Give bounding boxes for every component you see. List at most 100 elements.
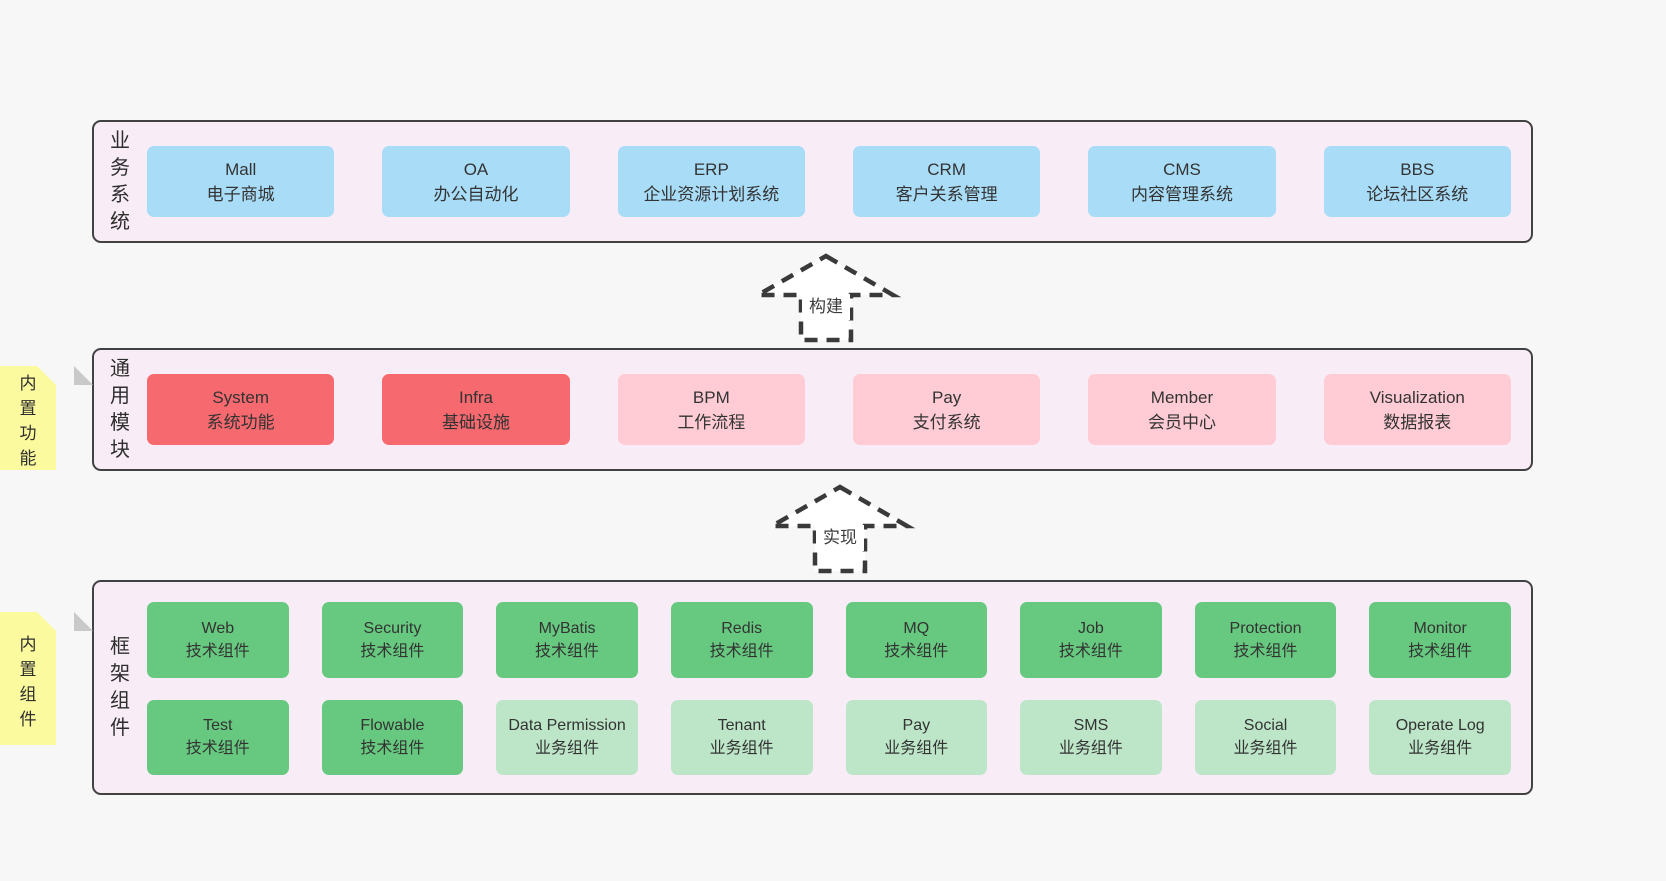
- business-systems-grid: Mall 电子商城 OA 办公自动化 ERP 企业资源计划系统 CRM 客户关系管理 CMS 内容…: [147, 146, 1511, 217]
- module-box-title: Mall: [225, 159, 257, 179]
- module-box-subtitle: 系统功能: [206, 412, 275, 432]
- module-box-visualization: Visualization 数据报表: [1323, 374, 1511, 445]
- module-box-title: Social: [1243, 717, 1288, 735]
- layer-framework-components-label: 框架组件: [105, 582, 135, 793]
- module-box-title: OA: [463, 159, 489, 179]
- common-modules-grid: System 系统功能 Infra 基础设施 BPM 工作流程 Pay 支付系统 Member 会…: [147, 374, 1511, 445]
- layer-label-text: 框架组件: [110, 635, 130, 739]
- module-box-subtitle: 业务组件: [884, 740, 949, 758]
- layer-label-text: 通用模块: [110, 357, 130, 461]
- module-box-erp: ERP 企业资源计划系统: [617, 146, 805, 217]
- module-box-subtitle: 技术组件: [360, 740, 425, 758]
- module-box-subtitle: 技术组件: [185, 642, 250, 660]
- module-box-subtitle: 支付系统: [912, 412, 981, 432]
- module-box-subtitle: 电子商城: [206, 184, 275, 204]
- module-box-subtitle: 业务组件: [1058, 740, 1123, 758]
- module-box-title: MQ: [903, 619, 930, 637]
- module-box-title: BBS: [1400, 159, 1435, 179]
- module-box-title: Infra: [458, 387, 493, 407]
- module-box-title: Pay: [902, 717, 931, 735]
- note-fold-corner-icon: [74, 366, 93, 385]
- module-box-title: Web: [201, 619, 235, 637]
- module-box-title: Tenant: [717, 717, 766, 735]
- layer-label-text: 业务系统: [110, 129, 130, 233]
- module-box-subtitle: 论坛社区系统: [1366, 184, 1469, 204]
- module-box-title: BPM: [692, 387, 730, 407]
- layer-business-systems-label: 业务系统: [105, 122, 135, 241]
- module-box-subtitle: 技术组件: [1058, 642, 1123, 660]
- module-box-subtitle: 业务组件: [1233, 740, 1298, 758]
- module-box-title: ERP: [693, 159, 729, 179]
- module-box-monitor: Monitor 技术组件: [1369, 602, 1511, 678]
- module-box-title: CMS: [1163, 159, 1201, 179]
- module-box-bbs: BBS 论坛社区系统: [1323, 146, 1511, 217]
- note-fold-corner-icon: [74, 612, 93, 631]
- module-box-bpm: BPM 工作流程: [617, 374, 805, 445]
- module-box-job: Job 技术组件: [1020, 602, 1162, 678]
- module-box-title: Job: [1078, 619, 1104, 637]
- module-box-title: Flowable: [360, 717, 425, 735]
- module-box-subtitle: 客户关系管理: [895, 184, 998, 204]
- module-box-subtitle: 会员中心: [1147, 412, 1216, 432]
- module-box-subtitle: 工作流程: [677, 412, 746, 432]
- module-box-subtitle: 业务组件: [535, 740, 600, 758]
- module-box-system: System 系统功能: [147, 374, 335, 445]
- module-box-subtitle: 数据报表: [1383, 412, 1452, 432]
- module-box-infra: Infra 基础设施: [382, 374, 570, 445]
- module-box-mq: MQ 技术组件: [845, 602, 988, 678]
- module-box-mybatis: MyBatis 技术组件: [496, 602, 638, 678]
- module-box-social: Social 业务组件: [1194, 699, 1337, 775]
- module-box-web: Web 技术组件: [147, 602, 289, 678]
- module-box-title: Member: [1150, 387, 1214, 407]
- module-box-title: MyBatis: [538, 619, 596, 637]
- sticky-note-text: 内置功能: [19, 374, 37, 468]
- module-box-subtitle: 内容管理系统: [1130, 184, 1233, 204]
- module-box-data-permission: Data Permission 业务组件: [496, 699, 638, 775]
- module-box-title: Test: [203, 717, 233, 735]
- module-box-subtitle: 技术组件: [884, 642, 949, 660]
- build-arrow-label: 构建: [802, 294, 850, 320]
- implement-arrow-label: 实现: [816, 525, 864, 551]
- module-box-flowable: Flowable 技术组件: [321, 699, 464, 775]
- module-box-subtitle: 基础设施: [441, 412, 510, 432]
- sticky-note-text: 内置组件: [19, 634, 37, 729]
- module-box-subtitle: 技术组件: [1408, 642, 1473, 660]
- module-box-title: Visualization: [1369, 387, 1465, 407]
- module-box-member: Member 会员中心: [1088, 374, 1276, 445]
- module-box-subtitle: 技术组件: [535, 642, 600, 660]
- module-box-title: CRM: [927, 159, 966, 179]
- module-box-pay: Pay 业务组件: [845, 699, 988, 775]
- module-box-title: System: [212, 387, 269, 407]
- module-box-title: Redis: [721, 619, 763, 637]
- module-box-crm: CRM 客户关系管理: [852, 146, 1041, 217]
- module-box-title: Pay: [932, 387, 962, 407]
- module-box-title: Data Permission: [508, 717, 626, 735]
- module-box-subtitle: 办公自动化: [433, 184, 519, 204]
- layer-common-modules: 通用模块 System 系统功能 Infra 基础设施 BPM 工作流程 Pay 支付系统 Me…: [92, 348, 1533, 471]
- module-box-subtitle: 技术组件: [1233, 642, 1298, 660]
- module-box-subtitle: 业务组件: [709, 740, 774, 758]
- sticky-note-built-in-components: 内置组件: [0, 612, 56, 745]
- layer-common-modules-label: 通用模块: [105, 350, 135, 469]
- module-box-title: Monitor: [1413, 619, 1467, 637]
- module-box-subtitle: 业务组件: [1408, 740, 1473, 758]
- module-box-subtitle: 企业资源计划系统: [643, 184, 780, 204]
- sticky-note-built-in-features: 内置功能: [0, 366, 56, 470]
- module-box-title: SMS: [1073, 717, 1109, 735]
- module-box-mall: Mall 电子商城: [147, 146, 335, 217]
- module-box-protection: Protection 技术组件: [1194, 602, 1337, 678]
- module-box-oa: OA 办公自动化: [382, 146, 570, 217]
- module-box-title: Protection: [1229, 619, 1302, 637]
- module-box-pay: Pay 支付系统: [852, 374, 1041, 445]
- module-box-tenant: Tenant 业务组件: [670, 699, 813, 775]
- module-box-subtitle: 技术组件: [709, 642, 774, 660]
- module-box-redis: Redis 技术组件: [670, 602, 813, 678]
- module-box-cms: CMS 内容管理系统: [1088, 146, 1276, 217]
- module-box-subtitle: 技术组件: [360, 642, 425, 660]
